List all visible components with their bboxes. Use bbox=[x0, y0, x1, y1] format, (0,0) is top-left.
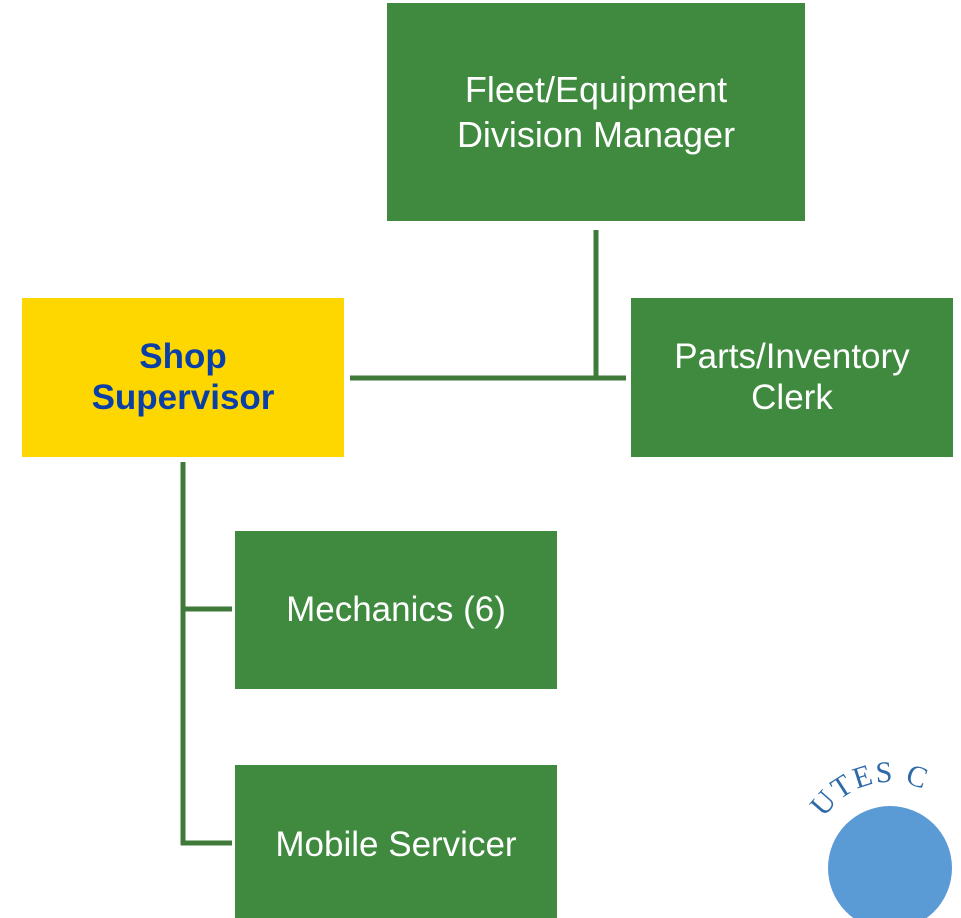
mechanics-title: Mechanics (6) bbox=[286, 590, 506, 630]
parts-clerk-title-line1: Parts/Inventory bbox=[674, 337, 910, 377]
supervisor-title-line1: Shop bbox=[139, 337, 227, 377]
parts-clerk-box: Parts/Inventory Clerk bbox=[631, 298, 953, 457]
mobile-servicer-box: Mobile Servicer bbox=[235, 765, 557, 918]
supervisor-box: Shop Supervisor bbox=[22, 298, 344, 457]
mechanics-box: Mechanics (6) bbox=[235, 531, 557, 689]
supervisor-title-line2: Supervisor bbox=[91, 377, 275, 417]
county-seal-logo: UTES C bbox=[797, 760, 961, 918]
seal-inner-disc bbox=[828, 806, 952, 918]
manager-title-line1: Fleet/Equipment bbox=[464, 69, 728, 110]
mobile-servicer-title: Mobile Servicer bbox=[275, 825, 517, 864]
manager-title-line2: Division Manager bbox=[456, 114, 736, 155]
manager-box: Fleet/Equipment Division Manager bbox=[387, 3, 805, 221]
parts-clerk-title-line2: Clerk bbox=[751, 377, 833, 417]
